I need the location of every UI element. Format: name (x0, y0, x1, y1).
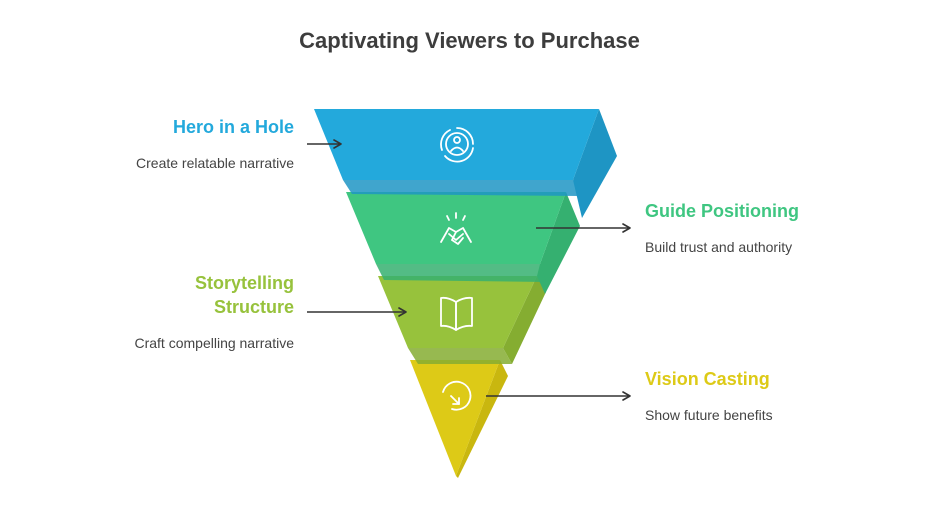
stage-label-storytelling-structure: Storytelling Structure (195, 271, 294, 319)
person-target-icon (440, 127, 474, 163)
stage-label-hero-in-a-hole: Hero in a Hole (172, 117, 294, 137)
stage-label-vision-casting: Vision Casting (645, 369, 770, 389)
stage-bottom-face (408, 348, 512, 364)
stage-front-face (378, 276, 537, 348)
open-book-icon (440, 296, 473, 331)
stage-bottom-face (376, 264, 546, 282)
stage-label-guide-positioning: Guide Positioning (645, 201, 799, 221)
stage-description-hero-in-a-hole: Create relatable narrative (136, 155, 294, 171)
funnel-stage-vision-casting (410, 360, 508, 478)
stage-side-face (573, 109, 617, 218)
stage-description-vision-casting: Show future benefits (645, 407, 773, 423)
stage-front-face (346, 192, 566, 264)
stage-description-storytelling-structure: Craft compelling narrative (134, 335, 294, 351)
stage-side-face (537, 192, 580, 294)
stage-bottom-face (343, 180, 580, 196)
stage-label-line: Storytelling (194, 273, 294, 293)
diagram-title: Captivating Viewers to Purchase (299, 28, 640, 53)
stage-front-face (314, 109, 599, 180)
stage-side-face (503, 276, 546, 364)
stage-description-guide-positioning: Build trust and authority (645, 239, 793, 255)
stage-front-face (410, 360, 500, 476)
stage-side-face (456, 360, 508, 478)
funnel-stage-hero-in-a-hole (314, 109, 617, 218)
stage-label-line: Structure (213, 297, 294, 317)
clockwise-arrow-icon (442, 380, 472, 411)
funnel-stage-guide-positioning (346, 192, 580, 294)
funnel-stage-storytelling-structure (378, 276, 546, 364)
handshake-icon (440, 212, 472, 245)
